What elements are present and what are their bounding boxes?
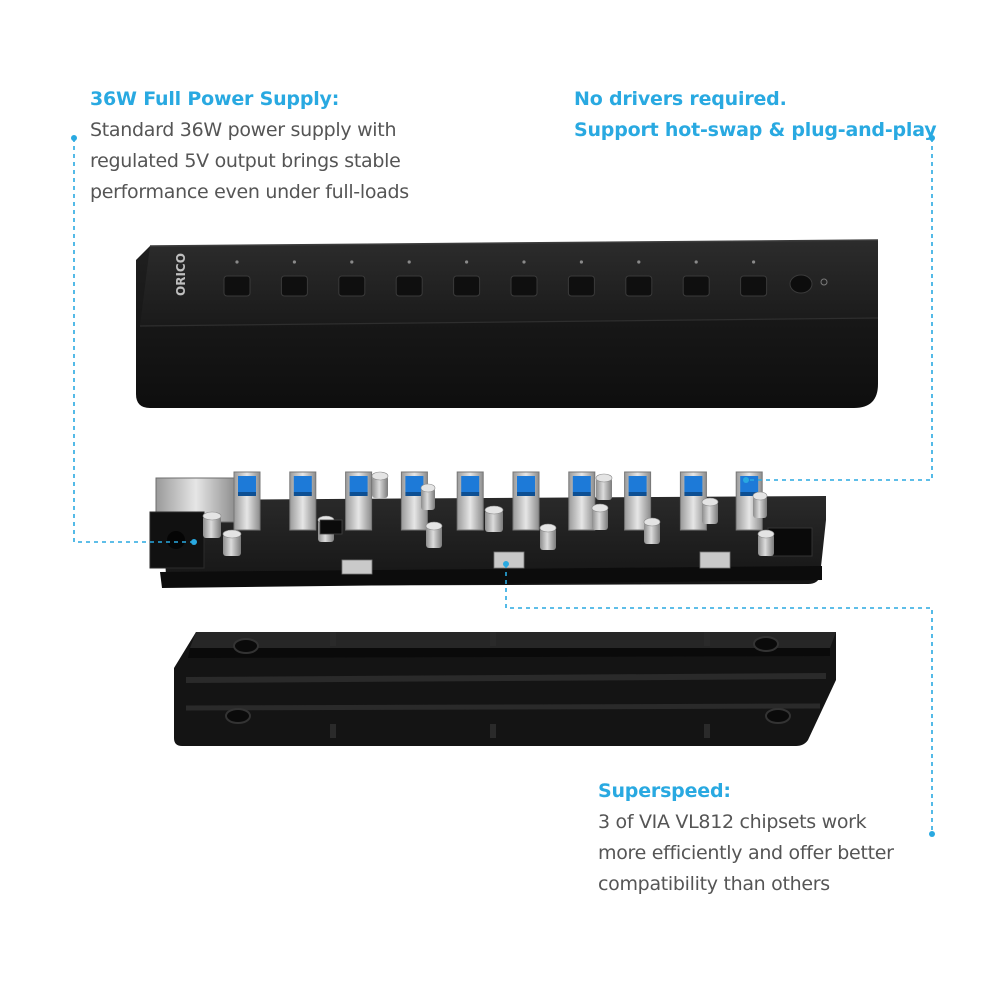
callout-superspeed-title: Superspeed: — [598, 780, 731, 802]
hub-bottom-cover — [174, 632, 836, 746]
callout-superspeed-line: 3 of VIA VL812 chipsets work — [598, 811, 867, 833]
usb-port — [400, 471, 428, 531]
svg-text:ORICO: ORICO — [174, 253, 188, 296]
port-switch — [338, 260, 366, 297]
capacitor — [701, 497, 719, 524]
callout-drivers-title: No drivers required. — [574, 88, 787, 110]
port-switch — [395, 260, 423, 297]
callout-superspeed-line: more efficiently and offer better — [598, 842, 894, 864]
callout-power-line: Standard 36W power supply with — [90, 119, 397, 141]
usb-port — [289, 471, 317, 531]
capacitor — [591, 503, 609, 530]
capacitor — [222, 529, 242, 556]
callout-power: 36W Full Power Supply: Standard 36W powe… — [90, 84, 409, 208]
callout-drivers-title: Support hot-swap & plug-and-play — [574, 119, 937, 141]
callout-power-title: 36W Full Power Supply: — [90, 88, 340, 110]
callout-superspeed: Superspeed: 3 of VIA VL812 chipsets work… — [598, 776, 894, 900]
capacitor — [539, 523, 557, 550]
chipsets — [319, 519, 731, 575]
port-switch — [453, 260, 481, 297]
usb-port — [345, 471, 373, 531]
capacitor — [595, 473, 613, 500]
capacitor — [752, 491, 768, 518]
port-switch — [223, 260, 251, 297]
hub-top-housing — [136, 239, 879, 408]
orico-logo-icon: ORICO — [174, 253, 188, 296]
callout-leader-drivers — [743, 135, 935, 483]
capacitor — [484, 505, 504, 532]
callout-drivers: No drivers required. Support hot-swap & … — [574, 84, 937, 146]
port-switch — [682, 260, 710, 297]
capacitor — [757, 529, 775, 556]
callout-power-line: performance even under full-loads — [90, 181, 409, 203]
usb-port — [568, 471, 596, 531]
capacitor — [202, 511, 222, 538]
callout-leader-power — [71, 135, 197, 545]
callout-power-line: regulated 5V output brings stable — [90, 150, 401, 172]
usb-port — [512, 471, 540, 531]
usb-port — [233, 471, 261, 531]
port-switch — [280, 260, 308, 297]
port-switch — [740, 260, 768, 297]
port-switches — [223, 260, 768, 297]
capacitor — [420, 483, 436, 510]
callout-leader-speed — [503, 561, 935, 837]
port-switch — [510, 260, 538, 297]
port-switch — [625, 260, 653, 297]
callout-superspeed-line: compatibility than others — [598, 873, 830, 895]
power-button-icon — [789, 274, 828, 294]
capacitor — [371, 471, 389, 498]
port-switch — [567, 260, 595, 297]
capacitor — [643, 517, 661, 544]
usb-port — [456, 471, 484, 531]
capacitor — [425, 521, 443, 548]
screw-posts — [225, 636, 791, 724]
